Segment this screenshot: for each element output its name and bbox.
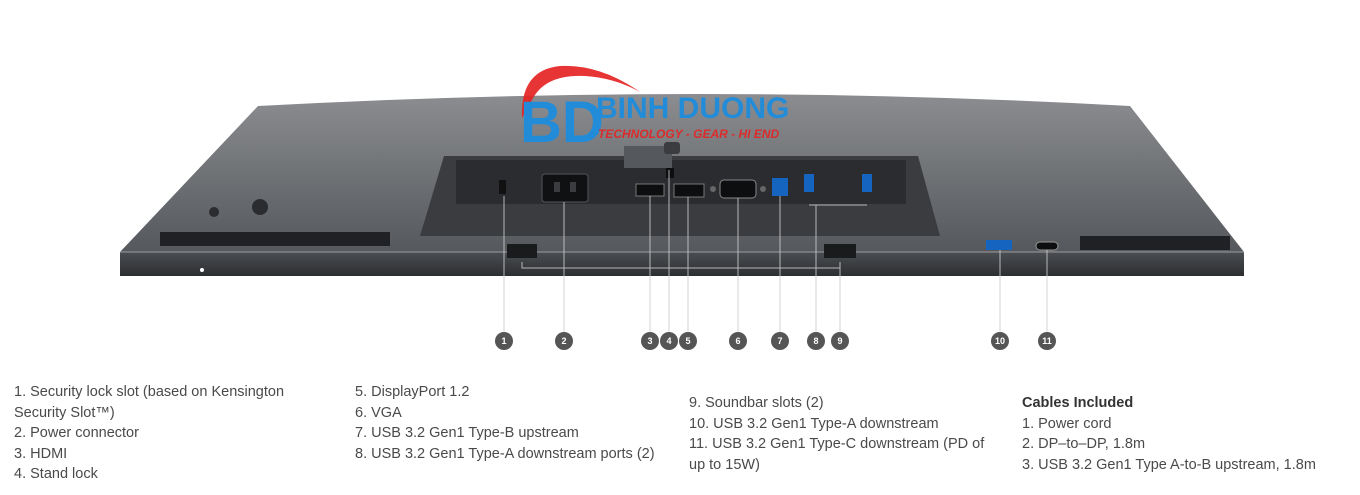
- usb-c-port-side: [1035, 241, 1059, 251]
- legend-item: 1. Security lock slot (based on Kensingt…: [14, 384, 285, 421]
- legend-item: 2. Power connector: [14, 425, 139, 441]
- callout-9: 9: [831, 332, 849, 350]
- svg-text:6: 6: [735, 336, 740, 346]
- svg-text:3: 3: [647, 336, 652, 346]
- svg-text:11: 11: [1042, 336, 1052, 346]
- svg-text:7: 7: [777, 336, 782, 346]
- svg-text:TECHNOLOGY - GEAR - HI END: TECHNOLOGY - GEAR - HI END: [598, 127, 779, 141]
- svg-text:5: 5: [685, 336, 690, 346]
- power-led: [200, 268, 204, 272]
- security-slot: [499, 180, 506, 194]
- callout-6: 6: [729, 332, 747, 350]
- legend-item: 8. USB 3.2 Gen1 Type-A downstream ports …: [355, 445, 655, 462]
- vga-port: [719, 179, 757, 199]
- legend-item: 11. USB 3.2 Gen1 Type-C downstream (PD o…: [689, 436, 985, 473]
- joystick-button: [252, 199, 268, 215]
- usb-a-port-side: [986, 240, 1012, 250]
- legend-column-2: 5. DisplayPort 1.2 6. VGA 7. USB 3.2 Gen…: [355, 382, 675, 464]
- callout-2: 2: [555, 332, 573, 350]
- legend-column-1: 1. Security lock slot (based on Kensingt…: [14, 382, 334, 485]
- legend-column-3: 9. Soundbar slots (2) 10. USB 3.2 Gen1 T…: [689, 393, 999, 475]
- power-connector: [541, 173, 589, 203]
- ports: [499, 168, 1059, 258]
- svg-text:BD: BD: [520, 90, 604, 155]
- binh-duong-logo: BD BINH DUONG TECHNOLOGY - GEAR - HI END: [520, 65, 789, 155]
- legend-item: 10. USB 3.2 Gen1 Type-A downstream: [689, 415, 939, 432]
- hdmi-port: [635, 183, 665, 197]
- cable-item: 3. USB 3.2 Gen1 Type A-to-B upstream, 1.…: [1022, 456, 1316, 473]
- soundbar-slot-right: [824, 244, 856, 258]
- stand-lock: [666, 168, 674, 178]
- cables-heading: Cables Included: [1022, 395, 1134, 411]
- svg-text:8: 8: [813, 336, 818, 346]
- callouts: 1 2 3 4 5 6 7 8 9 10 11: [495, 332, 1056, 350]
- legend-item: 7. USB 3.2 Gen1 Type-B upstream: [355, 425, 579, 441]
- svg-text:10: 10: [995, 336, 1005, 346]
- displayport-port: [673, 183, 705, 198]
- usb-a-port-2: [862, 174, 872, 192]
- callout-10: 10: [991, 332, 1009, 350]
- legend-item: 4. Stand lock: [14, 466, 98, 482]
- svg-text:4: 4: [666, 336, 671, 346]
- svg-text:1: 1: [501, 336, 506, 346]
- leader-lines: [503, 170, 1048, 340]
- legend-item: 9. Soundbar slots (2): [689, 395, 824, 411]
- cables-included: Cables Included 1. Power cord 2. DP–to–D…: [1022, 393, 1352, 475]
- legend-item: 3. HDMI: [14, 445, 68, 462]
- soundbar-slot-left: [507, 244, 537, 258]
- svg-text:BINH DUONG: BINH DUONG: [596, 92, 789, 125]
- callout-8: 8: [807, 332, 825, 350]
- monitor-bottom-view-diagram: 1 2 3 4 5 6 7 8 9 10 11 BD BINH DUONG TE…: [120, 65, 1244, 350]
- svg-text:9: 9: [837, 336, 842, 346]
- callout-4: 4: [660, 332, 678, 350]
- power-button: [209, 207, 219, 217]
- callout-7: 7: [771, 332, 789, 350]
- logo-swoosh: [521, 65, 640, 118]
- svg-text:2: 2: [561, 336, 566, 346]
- monitor-front-edge: [120, 252, 1244, 276]
- callout-11: 11: [1038, 332, 1056, 350]
- callout-3: 3: [641, 332, 659, 350]
- callout-1: 1: [495, 332, 513, 350]
- cable-item: 2. DP–to–DP, 1.8m: [1022, 436, 1146, 452]
- vent-right: [1080, 236, 1230, 250]
- callout-5: 5: [679, 332, 697, 350]
- cable-item: 1. Power cord: [1022, 415, 1112, 432]
- usb-b-port: [772, 178, 788, 196]
- legend-item: 5. DisplayPort 1.2: [355, 384, 470, 400]
- vent-left: [160, 232, 390, 246]
- usb-a-port-1: [804, 174, 814, 192]
- legend-item: 6. VGA: [355, 404, 402, 421]
